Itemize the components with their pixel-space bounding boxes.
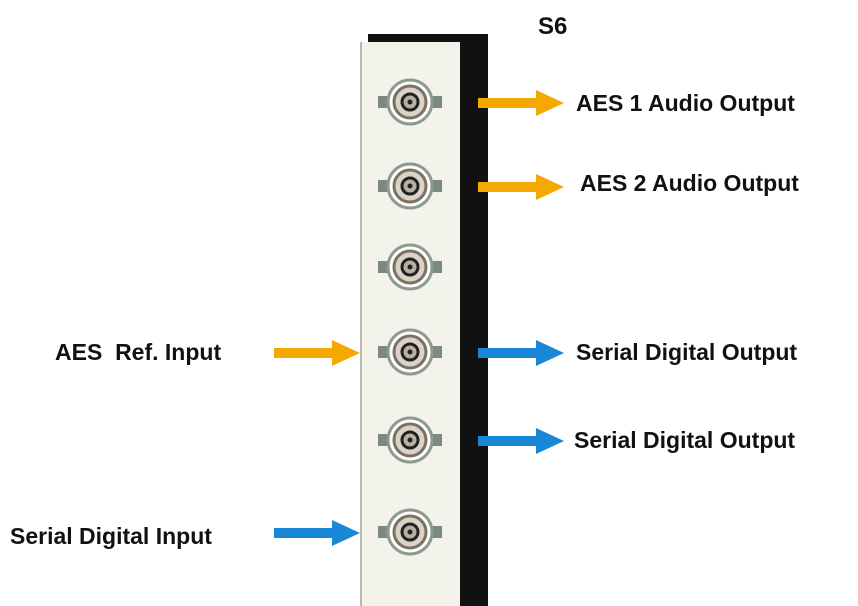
bnc-connector-2 [378,162,442,210]
output-label-5: Serial Digital Output [574,427,796,453]
arrow-right-audio-2 [478,174,564,200]
bnc-connector-5 [378,416,442,464]
bnc-connector-4 [378,328,442,376]
input-label-6: Serial Digital Input [10,523,212,549]
output-label-4: Serial Digital Output [576,339,798,365]
arrow-in-video-6 [274,520,360,546]
arrow-right-video-4 [478,340,564,366]
input-label-4: AES Ref. Input [55,339,222,365]
arrow-right-video-5 [478,428,564,454]
output-label-1: AES 1 Audio Output [576,90,795,116]
arrow-in-audio-4 [274,340,360,366]
panel-title: S6 [538,13,568,40]
bnc-connector-1 [378,78,442,126]
output-label-2: AES 2 Audio Output [580,170,799,196]
bnc-connector-3 [378,243,442,291]
bnc-connector-6 [378,508,442,556]
arrow-right-audio-1 [478,90,564,116]
